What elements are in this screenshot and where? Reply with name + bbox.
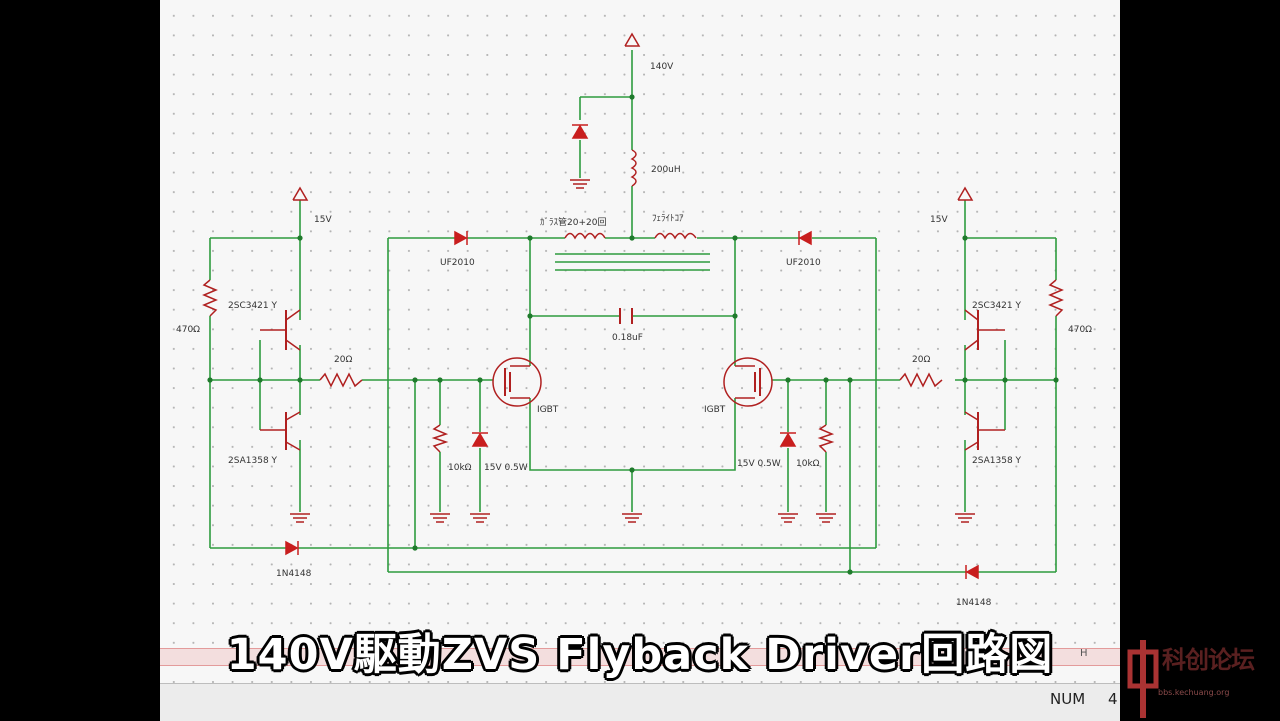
diodes xyxy=(285,124,979,580)
primary-left-coil xyxy=(564,232,606,240)
label-igbt-left: IGBT xyxy=(537,405,559,415)
resistor-470-left xyxy=(202,279,218,317)
scroll-marker: H xyxy=(1080,648,1088,659)
diode-1n4148-left xyxy=(285,540,299,556)
label-inductor: 200uH xyxy=(651,165,681,175)
resistor-20-right xyxy=(899,372,943,388)
wires xyxy=(209,50,1057,573)
resistor-10k-left xyxy=(431,424,449,453)
resistor-10k-right xyxy=(817,424,835,453)
logo-url: bbs.kechuang.org xyxy=(1158,688,1230,697)
label-140v: 140V xyxy=(650,62,674,72)
watermark-logo-icon xyxy=(1127,640,1159,718)
status-extra: 4 xyxy=(1108,690,1118,708)
label-diode-top-right: UF2010 xyxy=(786,258,821,268)
label-igbt-right: IGBT xyxy=(704,405,726,415)
ground-symbols xyxy=(290,179,975,523)
label-npn-right: 2SC3421 Y xyxy=(972,301,1021,311)
diode-uf2010-left xyxy=(454,230,468,246)
label-capacitor: 0.18uF xyxy=(612,333,643,343)
label-vcc-left: 15V xyxy=(314,215,332,225)
component-labels: 140V 200uH ｶﾞﾗｽ管20+20回 ﾌｪﾗｲﾄｺｱ 0.18uF UF… xyxy=(176,62,1092,608)
label-rgs-right: 10kΩ xyxy=(796,459,820,469)
logo-text: 科创论坛 xyxy=(1162,645,1255,674)
igbt-left-body xyxy=(492,357,542,407)
supply-arrow-15v-right xyxy=(957,186,974,201)
label-diode-top-left: UF2010 xyxy=(440,258,475,268)
primary-right-coil xyxy=(654,232,697,240)
resistor-470-right xyxy=(1048,279,1064,317)
label-pnp-right: 2SA1358 Y xyxy=(972,456,1022,466)
supply-arrow-15v-left xyxy=(292,186,309,201)
diode-protect xyxy=(571,124,589,139)
schematic-canvas[interactable] xyxy=(160,0,1120,720)
diode-uf2010-right xyxy=(798,230,812,246)
zener-left xyxy=(471,432,489,447)
zener-right xyxy=(779,432,797,447)
label-rg-left: 20Ω xyxy=(334,355,352,365)
supply-arrow-140v xyxy=(624,32,641,47)
label-npn-left: 2SC3421 Y xyxy=(228,301,277,311)
label-rb-right: 470Ω xyxy=(1068,325,1092,335)
inductor-200uh xyxy=(630,149,637,187)
resistor-20-left xyxy=(319,372,363,388)
label-primary-right: ﾌｪﾗｲﾄｺｱ xyxy=(652,213,684,224)
num-lock-indicator: NUM xyxy=(1050,690,1086,708)
label-vcc-right: 15V xyxy=(930,215,948,225)
label-rg-right: 20Ω xyxy=(912,355,930,365)
igbt-right-body xyxy=(723,357,773,407)
label-primary-left: ｶﾞﾗｽ管20+20回 xyxy=(540,216,606,228)
status-bar xyxy=(160,683,1120,721)
video-caption: 140V駆動ZVS Flyback Driver回路図 xyxy=(226,630,1054,680)
label-pnp-left: 2SA1358 Y xyxy=(228,456,278,466)
components xyxy=(202,32,1064,523)
label-diode-bot-right: 1N4148 xyxy=(956,598,992,608)
label-rb-left: 470Ω xyxy=(176,325,200,335)
label-diode-bot-left: 1N4148 xyxy=(276,569,312,579)
junctions xyxy=(207,94,1059,575)
horizontal-scrollbar[interactable] xyxy=(160,648,1120,666)
label-zener-right: 15V 0.5W xyxy=(737,459,781,469)
diode-1n4148-right xyxy=(965,564,979,580)
label-zener-left: 15V 0.5W xyxy=(484,463,528,473)
label-rgs-left: 10kΩ xyxy=(448,463,472,473)
